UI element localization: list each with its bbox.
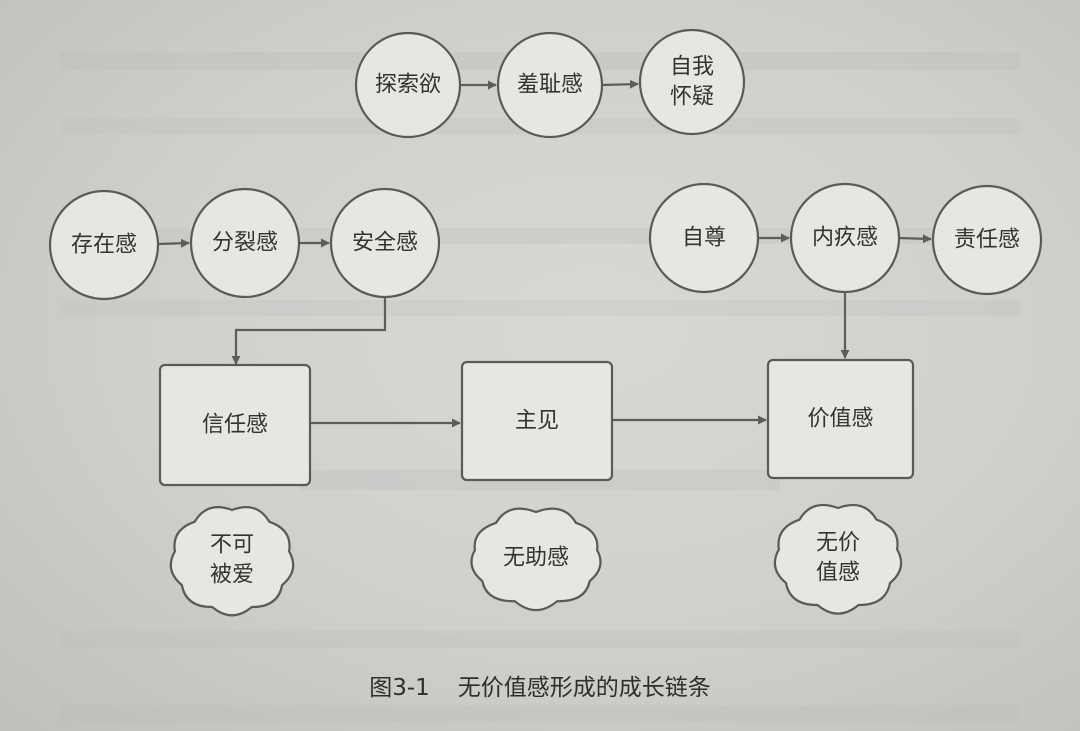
edges-layer [157,79,932,428]
node-opinion-label-1: 主见 [515,409,559,434]
node-shame-circle [496,31,604,139]
node-existence-label-1: 存在感 [71,233,137,258]
node-trust: 信任感 [158,363,312,487]
arrow-shame-to-self-doubt [601,79,639,89]
node-helpless-cloud [470,507,602,612]
node-self-esteem-label-1: 自尊 [682,226,726,251]
node-worth: 价值感 [766,358,915,480]
node-security: 安全感 [329,187,441,299]
node-worthless-label-2: 值感 [816,561,860,586]
node-guilt-label-1: 内疚感 [812,226,878,251]
node-trust-label-1: 信任感 [202,413,268,438]
node-helpless-label-1: 无助感 [503,546,569,571]
node-helpless: 无助感 [470,507,602,612]
node-opinion: 主见 [460,360,614,482]
arrow-security-to-trust [231,297,387,365]
node-responsibility: 责任感 [931,184,1043,296]
figure-title: 无价值感形成的成长链条 [457,675,711,701]
arrow-existence-to-split [157,238,190,248]
node-self-esteem-circle [648,182,760,294]
node-split-label-1: 分裂感 [212,231,278,256]
figure-number: 图3-1 [369,675,430,701]
node-exploration-label-1: 探索欲 [375,73,441,98]
node-existence-circle [48,189,160,301]
node-security-label-1: 安全感 [352,231,418,256]
node-exploration: 探索欲 [354,31,462,139]
node-responsibility-circle [931,184,1043,296]
node-worthless-cloud [773,503,903,615]
node-shame: 羞耻感 [496,31,604,139]
node-shame-label-1: 羞耻感 [517,73,583,98]
node-unlovable-label-1: 不可 [210,533,254,558]
node-guilt-circle [789,182,901,294]
node-unlovable-cloud [169,506,295,617]
node-worth-label-1: 价值感 [807,407,873,432]
node-worthless-label-1: 无价 [816,531,860,556]
node-existence: 存在感 [48,189,160,301]
figure-caption: 图3-1 无价值感形成的成长链条 [0,668,1080,702]
node-guilt: 内疚感 [789,182,901,294]
node-responsibility-label-1: 责任感 [954,228,1020,253]
arrow-guilt-to-responsibility [898,234,932,244]
node-split: 分裂感 [189,187,301,299]
node-opinion-box [460,360,614,482]
node-unlovable-label-2: 被爱 [210,563,254,588]
node-trust-box [158,363,312,487]
node-security-circle [329,187,441,299]
node-split-circle [189,187,301,299]
node-exploration-circle [354,31,462,139]
node-worthless: 无价值感 [773,503,903,615]
node-worth-box [766,358,915,480]
node-self-doubt-label-2: 怀疑 [670,85,714,110]
node-self-doubt-label-1: 自我 [670,55,714,80]
node-self-esteem: 自尊 [648,182,760,294]
node-self-doubt-circle [638,28,746,136]
